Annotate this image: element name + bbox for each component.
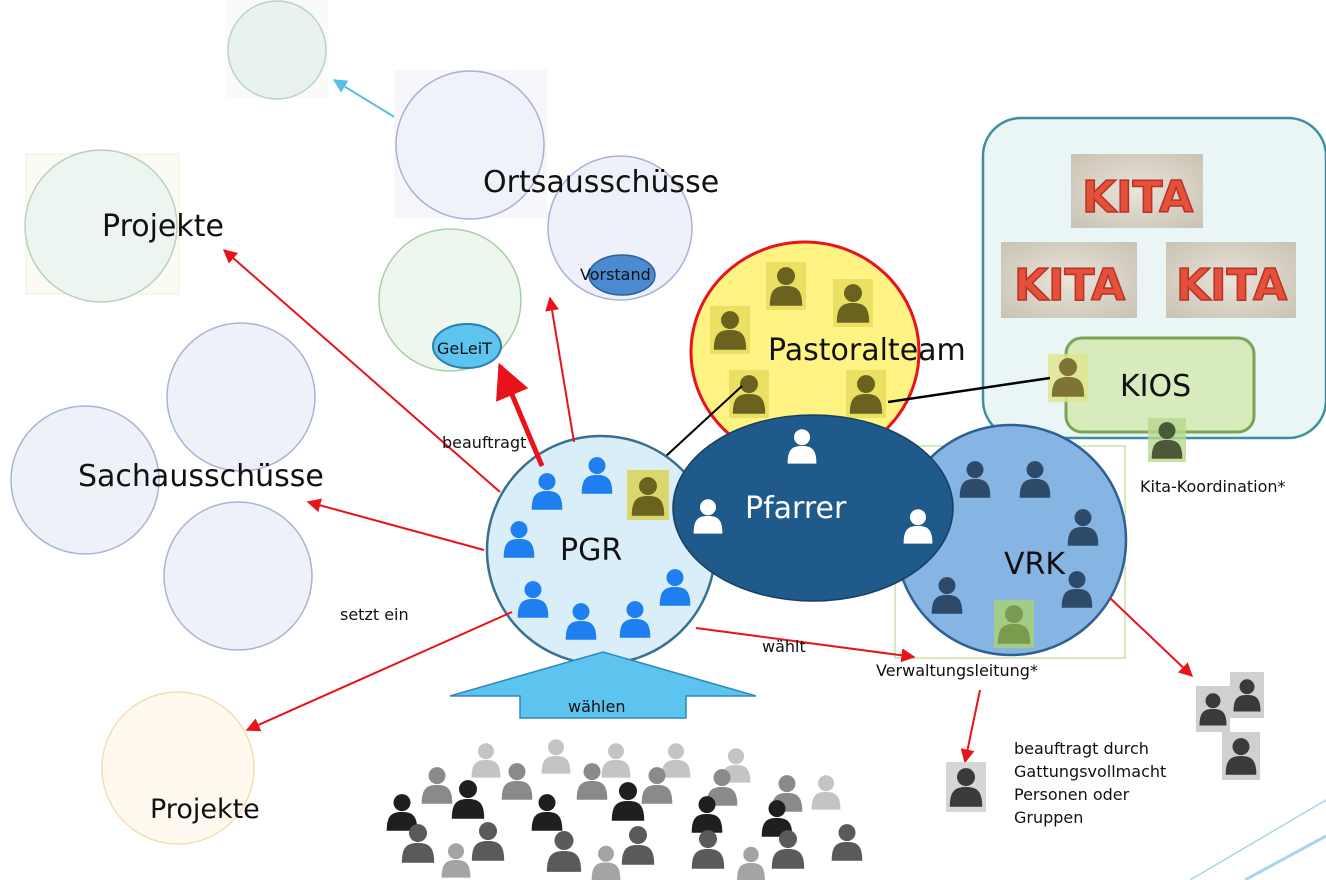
projekte-bottom-circle xyxy=(101,691,255,845)
decorative-lines xyxy=(1189,799,1326,880)
projekte-bottom-label: Projekte xyxy=(150,794,260,825)
kios-label: KIOS xyxy=(1120,369,1191,404)
red-arrows xyxy=(222,249,1194,764)
pfarrer-ellipse xyxy=(672,414,954,602)
vrk-label: VRK xyxy=(1004,547,1066,582)
small-top-circle xyxy=(226,0,328,100)
sachausschuesse-label: Sachausschüsse xyxy=(78,459,324,494)
grey-person-group xyxy=(1196,672,1264,780)
ortsausschuesse-label: Ortsausschüsse xyxy=(483,165,719,200)
blue-arrow xyxy=(332,79,397,119)
projekte-top-label: Projekte xyxy=(102,209,224,244)
pastoral-kios-connector xyxy=(887,376,1051,404)
beauftragt-durch-text: beauftragt durch Gattungsvollmacht Perso… xyxy=(1014,739,1171,827)
ortsausschuesse-circles xyxy=(378,70,693,372)
vrk-members xyxy=(931,461,1099,648)
verwaltungsleitung-label: Verwaltungsleitung* xyxy=(876,661,1038,680)
svg-text:KITA: KITA xyxy=(1082,172,1193,223)
waehlt-label: wählt xyxy=(762,637,806,656)
kita-koordination-label: Kita-Koordination* xyxy=(1140,477,1286,496)
kita-image-icon: KITA xyxy=(1001,242,1137,318)
geleit-ellipse xyxy=(432,323,502,369)
beauftragt-label: beauftragt xyxy=(442,433,526,452)
pastoralteam-label: Pastoralteam xyxy=(768,333,966,368)
projekte-top-circle xyxy=(24,149,180,303)
crowd-icon xyxy=(386,739,863,880)
kita-image-icon: KITA xyxy=(1166,242,1296,318)
sachausschuesse-circles xyxy=(10,322,316,651)
geleit-label: GeLeiT xyxy=(437,339,492,358)
svg-text:KITA: KITA xyxy=(1014,260,1125,311)
pastoralteam-members xyxy=(710,262,886,418)
waehlen-label: wählen xyxy=(568,697,625,716)
waehlen-arrow xyxy=(449,651,757,719)
kita-image-icon: KITA xyxy=(1071,154,1203,228)
pfarrer-label: Pfarrer xyxy=(745,491,847,526)
vorstand-label: Vorstand xyxy=(580,265,651,284)
pgr-pastoral-connector xyxy=(652,385,743,469)
vorstand-ellipse xyxy=(588,254,656,296)
pgr-members xyxy=(503,457,691,640)
setzt-ein-label: setzt ein xyxy=(340,605,409,624)
svg-text:KITA: KITA xyxy=(1176,260,1287,311)
thick-red-arrow xyxy=(496,362,545,467)
pgr-label: PGR xyxy=(560,533,622,568)
